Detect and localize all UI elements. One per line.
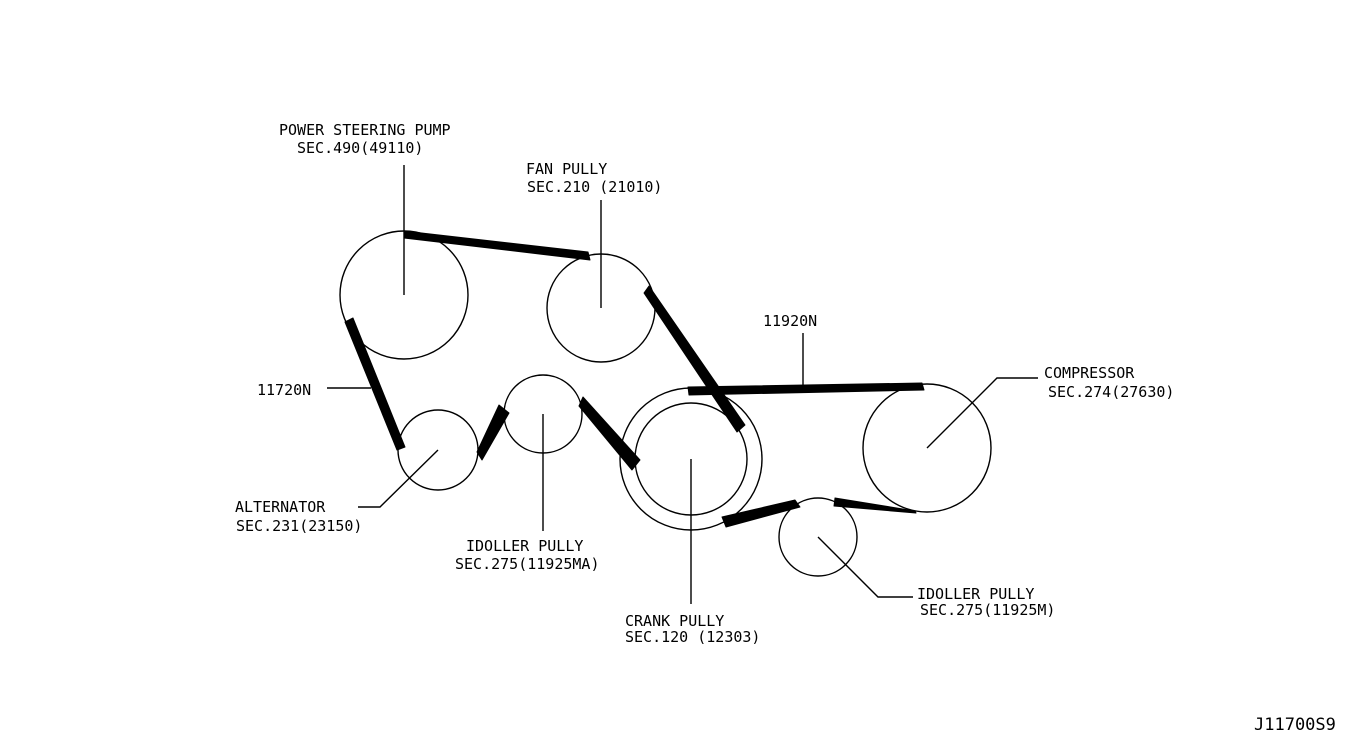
belt-segment-pump-to-fan: [403, 230, 591, 261]
compressor-section: SEC.274(27630): [1048, 383, 1174, 401]
belt-segment-idler-to-crank: [578, 396, 641, 471]
power-steering-pump-name: POWER STEERING PUMP: [279, 121, 451, 139]
leader-compressor: [926, 377, 1038, 449]
belt-11920n-label: 11920N: [763, 312, 817, 330]
belt-segment-compressor-to-lower-idler: [833, 497, 917, 514]
belt-segment-fan-to-crank: [643, 285, 746, 433]
drawing-id: J11700S9: [1254, 715, 1336, 735]
belt-11720n: [344, 230, 746, 471]
fan-pully-name: FAN PULLY: [526, 160, 607, 178]
alternator-pulley: [397, 409, 479, 491]
idoller-pully-lower-section: SEC.275(11925M): [920, 601, 1055, 619]
belt-segment-alternator-to-idler: [476, 404, 510, 461]
compressor-pulley: [862, 383, 992, 513]
idoller-pully-upper-name: IDOLLER PULLY: [466, 537, 583, 555]
idler-pulley-lower: [778, 497, 858, 577]
fan-pully-section: SEC.210 (21010): [527, 178, 662, 196]
belt-segment-crank-to-compressor: [687, 382, 925, 396]
power-steering-pump-section: SEC.490(49110): [297, 139, 423, 157]
belt-11720n-label: 11720N: [257, 381, 311, 399]
alternator-section: SEC.231(23150): [236, 517, 362, 535]
belt-segment-alternator-to-pump: [344, 317, 406, 451]
idoller-pully-upper-section: SEC.275(11925MA): [455, 555, 600, 573]
leader-idoller-pully-lower: [817, 536, 913, 598]
alternator-name: ALTERNATOR: [235, 498, 326, 516]
belt-11920n: [687, 382, 925, 528]
leader-alternator: [358, 449, 439, 508]
idoller-pully-lower-name: IDOLLER PULLY: [917, 585, 1034, 603]
compressor-name: COMPRESSOR: [1044, 364, 1135, 382]
crank-pully-section: SEC.120 (12303): [625, 628, 760, 646]
belt-segment-lower-idler-to-crank: [721, 499, 801, 528]
crank-pully-name: CRANK PULLY: [625, 612, 724, 630]
